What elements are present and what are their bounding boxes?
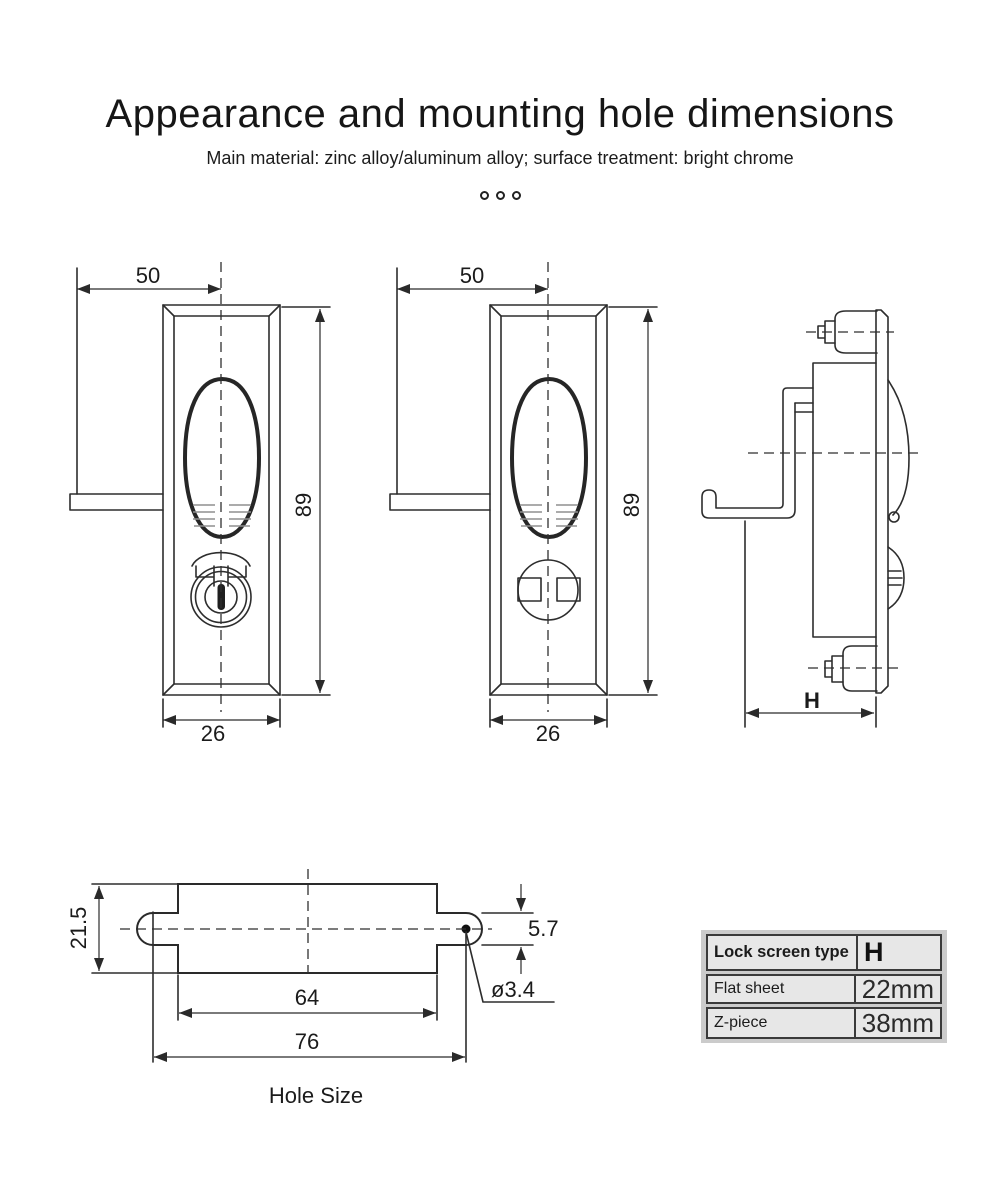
knob-grip-lines (193, 504, 251, 527)
knob-profile-bulge (887, 379, 910, 516)
leader-line-dia (465, 931, 555, 1003)
extension-lines-89 (608, 306, 658, 696)
extension-lines-76 (152, 911, 467, 1063)
bottom-screw (808, 645, 898, 692)
page-subtitle: Main material: zinc alloy/aluminum alloy… (206, 148, 794, 168)
carousel-dot-icon[interactable] (479, 191, 489, 200)
hole-centerlines (120, 869, 492, 973)
dim-label-64: 64 (295, 985, 319, 1010)
table-header-type: Lock screen type (714, 943, 849, 961)
bevel-lines (162, 304, 281, 696)
dim-label-diameter: ø3.4 (491, 977, 535, 1002)
hole-size-drawing: 21.5 5.7 64 76 ø3.4 Hole Size (66, 869, 559, 1108)
carousel-dot-icon[interactable] (495, 191, 505, 200)
top-screw (806, 310, 894, 354)
table-row: Z-piece 38mm (706, 1007, 942, 1039)
table-cell-value: 38mm (853, 1009, 940, 1037)
table-row: Flat sheet 22mm (706, 974, 942, 1004)
lift-handle-knob (509, 376, 589, 540)
keyhole-slot (217, 584, 225, 610)
screw-hole (888, 511, 900, 523)
dim-label-26: 26 (536, 721, 560, 746)
table-cell-label: Flat sheet (714, 980, 785, 997)
extension-lines-5-7 (481, 912, 534, 946)
table-cell-value: 22mm (853, 976, 940, 1002)
panel-flange (389, 493, 491, 511)
extension-lines-64 (177, 974, 438, 1021)
hole-size-caption: Hole Size (269, 1083, 363, 1108)
extension-lines-H (744, 520, 877, 728)
key-cover-step (195, 565, 247, 587)
cylinder-rings (887, 570, 903, 586)
slot-driver (517, 559, 581, 621)
extension-lines-89 (281, 306, 331, 696)
knob-grip-lines (520, 504, 578, 527)
front-view-slot-lock: 50 89 26 (389, 262, 658, 746)
dim-label-50: 50 (460, 263, 484, 288)
z-bracket (701, 387, 814, 519)
lock-housing (812, 362, 877, 638)
dim-label-89: 89 (291, 493, 316, 517)
dim-label-89: 89 (619, 493, 644, 517)
face-plate-profile (875, 309, 889, 694)
carousel-dot-icon[interactable] (511, 191, 521, 200)
dim-label-H: H (804, 688, 820, 713)
spec-table: Lock screen type H Flat sheet 22mm Z-pie… (701, 930, 947, 1043)
lift-handle-knob (182, 376, 262, 540)
front-view-key-lock: 50 89 26 (69, 262, 331, 746)
side-view: H (701, 309, 918, 728)
table-cell-label: Z-piece (714, 1014, 768, 1031)
dim-label-21-5: 21.5 (66, 907, 91, 950)
bevel-lines (489, 304, 608, 696)
page-title: Appearance and mounting hole dimensions (105, 92, 895, 136)
slot-notch-left (517, 577, 542, 602)
carousel-dots (0, 191, 1000, 200)
cutout-outline (136, 883, 483, 974)
panel-flange (69, 493, 164, 511)
table-header-row: Lock screen type H (706, 934, 942, 971)
dim-label-76: 76 (295, 1029, 319, 1054)
dim-label-50: 50 (136, 263, 160, 288)
dim-label-26: 26 (201, 721, 225, 746)
extension-lines-21-5 (91, 883, 179, 974)
dim-label-5-7: 5.7 (528, 916, 559, 941)
slot-notch-right (556, 577, 581, 602)
cylinder-profile-bulge (887, 546, 905, 610)
table-header-h: H (856, 936, 940, 969)
